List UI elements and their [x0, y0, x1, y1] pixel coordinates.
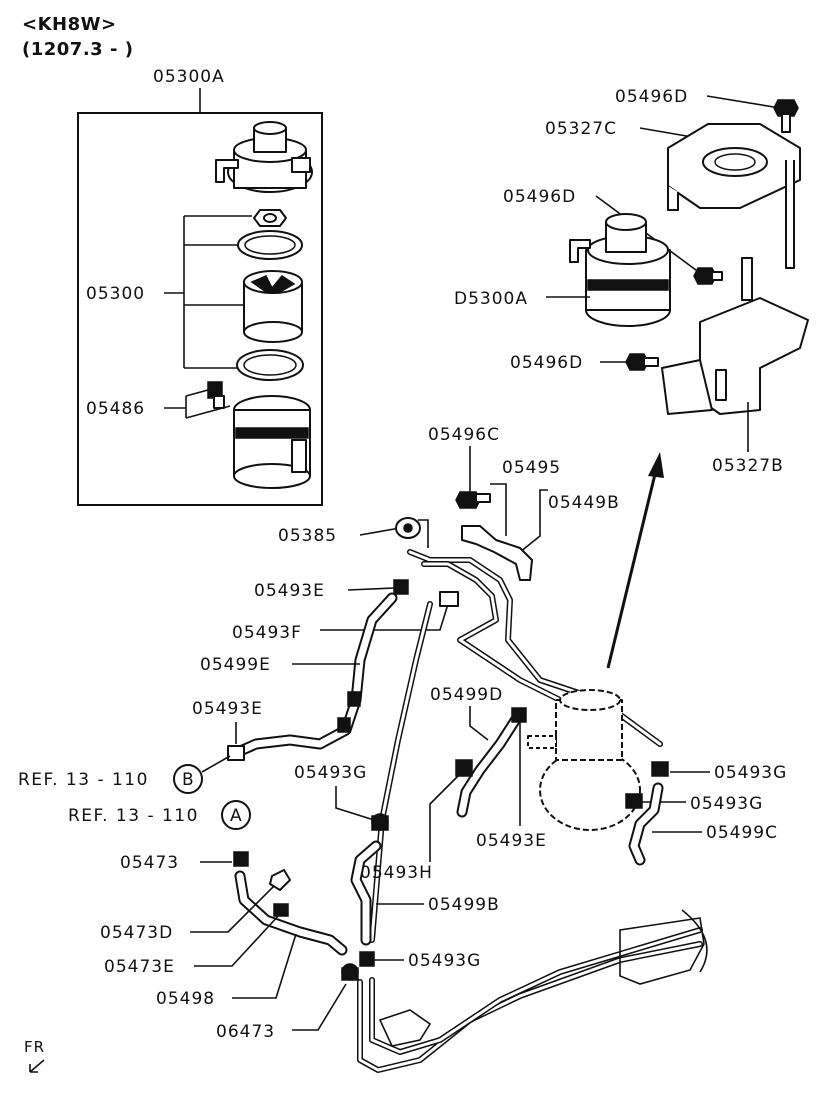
assembly-frame — [77, 112, 323, 506]
label-05327C[interactable]: 05327C — [545, 119, 617, 139]
clip-06473-part[interactable] — [341, 963, 359, 981]
filter-assembly-D5300A-part[interactable] — [569, 213, 671, 327]
label-06473[interactable]: 06473 — [216, 1022, 275, 1042]
label-05493E-a[interactable]: 05493E — [254, 581, 325, 601]
sedimenter-group: 05499D 05493G 05493E 05493H 05493G 05493… — [294, 685, 787, 883]
ref-markers: REF. 13 - 110 B REF. 13 - 110 A — [18, 755, 251, 830]
label-05493G-left[interactable]: 05493G — [294, 763, 367, 783]
clip-05473D-part[interactable] — [269, 869, 291, 891]
fr-label: FR — [24, 1038, 45, 1056]
label-05493E-b[interactable]: 05493E — [192, 699, 263, 719]
clip-05493F-part[interactable] — [439, 591, 459, 607]
label-05327B[interactable]: 05327B — [712, 456, 784, 476]
front-direction-indicator: FR — [24, 1038, 45, 1073]
label-05473E[interactable]: 05473E — [104, 957, 175, 977]
label-05493G-bottom[interactable]: 05493G — [408, 951, 481, 971]
clip-05493E-sed-part[interactable] — [511, 707, 527, 723]
clamp-bracket-05495-part[interactable] — [461, 525, 533, 581]
label-05473D[interactable]: 05473D — [100, 923, 173, 943]
bottom-left-group: 05473 05473D 05473E 05498 05499B 05493G — [100, 840, 500, 1042]
label-05496C[interactable]: 05496C — [428, 425, 500, 445]
bolt-05496D-top-part[interactable] — [773, 99, 799, 133]
ref-label-b[interactable]: REF. 13 - 110 — [18, 770, 149, 790]
ref-label-a[interactable]: REF. 13 - 110 — [68, 806, 199, 826]
clip-05473-part[interactable] — [233, 851, 249, 867]
filter-head-part[interactable] — [215, 121, 313, 193]
fuel-tube-vertical[interactable] — [369, 601, 433, 943]
label-05493E-c[interactable]: 05493E — [476, 831, 547, 851]
leader-05300 — [164, 215, 252, 369]
label-05449B[interactable]: 05449B — [548, 493, 620, 513]
label-05499B[interactable]: 05499B — [428, 895, 500, 915]
label-05493H[interactable]: 05493H — [360, 863, 433, 883]
label-05495[interactable]: 05495 — [502, 458, 561, 478]
ref-mark-b: B — [182, 770, 195, 790]
nut-part[interactable] — [253, 209, 287, 227]
label-05486[interactable]: 05486 — [86, 399, 145, 419]
filter-bowl-part[interactable] — [233, 395, 311, 489]
label-05496D-mid[interactable]: 05496D — [503, 187, 576, 207]
clip-05493H-part[interactable] — [455, 759, 473, 777]
label-05385[interactable]: 05385 — [278, 526, 337, 546]
bolt-05496D-low-part[interactable] — [625, 353, 659, 371]
label-D5300A[interactable]: D5300A — [454, 289, 528, 309]
ref-mark-a-circle[interactable] — [221, 800, 251, 830]
clip-05493G-right2-part[interactable] — [625, 793, 643, 809]
label-05493G-right[interactable]: 05493G — [714, 763, 787, 783]
sensor-05486-part[interactable] — [207, 381, 225, 409]
clip-05493G-right-part[interactable] — [651, 761, 669, 777]
clip-05493G-left-part[interactable] — [371, 813, 389, 831]
bolt-05496C-part[interactable] — [455, 491, 491, 509]
label-05498[interactable]: 05498 — [156, 989, 215, 1009]
upper-bracket-05327C-part[interactable] — [667, 123, 801, 269]
sedimenter-body-part[interactable] — [527, 689, 641, 831]
leader-05486 — [164, 389, 231, 419]
clip-05493E-end-part[interactable] — [227, 745, 245, 761]
lower-bracket-05327B-part[interactable] — [661, 257, 809, 415]
label-05499D[interactable]: 05499D — [430, 685, 503, 705]
hose-clip-group: 05496C 05495 05449B 05385 05493E — [192, 425, 663, 943]
chassis-fuel-lines[interactable] — [357, 909, 708, 1073]
label-05300A[interactable]: 05300A — [153, 67, 225, 87]
bracket-assembly-group: 05496D 05327C 05496D — [454, 87, 809, 476]
label-05300[interactable]: 05300 — [86, 284, 145, 304]
label-05493G-right2[interactable]: 05493G — [690, 794, 763, 814]
ref-mark-a: A — [230, 806, 243, 826]
clip-05473E-part[interactable] — [273, 903, 289, 917]
fr-arrow-icon — [29, 1059, 45, 1073]
label-05493F[interactable]: 05493F — [232, 623, 302, 643]
clip-05493E-upper-part[interactable] — [393, 579, 409, 595]
label-05473[interactable]: 05473 — [120, 853, 179, 873]
model-code: <KH8W> — [22, 14, 117, 35]
label-05499E[interactable]: 05499E — [200, 655, 271, 675]
bolt-05496D-mid-part[interactable] — [693, 267, 723, 285]
direction-arrow — [606, 452, 664, 669]
ref-mark-b-circle[interactable] — [173, 764, 203, 794]
label-05496D-low[interactable]: 05496D — [510, 353, 583, 373]
label-05496D-top[interactable]: 05496D — [615, 87, 688, 107]
filter-element-part[interactable] — [243, 270, 303, 343]
clip-05385-part[interactable] — [395, 517, 421, 539]
label-05499C[interactable]: 05499C — [706, 823, 778, 843]
date-range: (1207.3 - ) — [22, 39, 133, 60]
fuel-filter-assembly-group: 05300A — [77, 67, 323, 506]
clip-05493G-bottom-part[interactable] — [359, 951, 375, 967]
